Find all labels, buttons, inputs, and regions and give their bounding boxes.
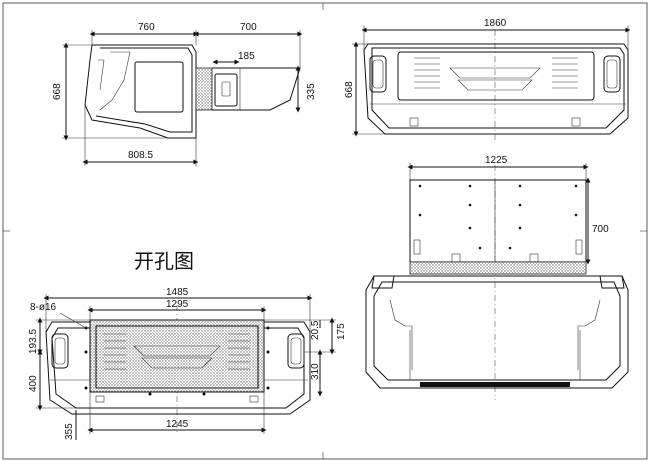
dim-1245: 1245 [166,419,189,430]
dim-700-side: 700 [240,22,257,33]
dim-185: 185 [238,51,255,62]
side-view: 760 700 185 668 335 808.5 [52,22,317,166]
dim-holes: 8-ø16 [30,302,57,313]
dim-355: 355 [64,423,75,440]
dim-1225: 1225 [485,155,508,166]
dim-193-5: 193.5 [28,329,39,354]
dim-1485: 1485 [166,287,189,298]
front-view: 1860 668 [344,18,631,140]
dim-1860: 1860 [484,18,507,29]
dim-20-5: 20.5 [310,320,321,340]
dim-760: 760 [138,22,155,33]
dim-700-rear: 700 [592,224,609,235]
dim-668-side: 668 [52,83,63,100]
dim-400: 400 [28,375,39,392]
dim-175: 175 [336,323,347,340]
rear-view: 1225 700 [365,155,629,400]
cutout-title: 开孔图 [134,249,194,273]
dim-335: 335 [306,83,317,100]
dim-668-front: 668 [344,81,355,98]
dim-310: 310 [310,363,321,380]
cutout-view: 开孔图 [28,249,347,440]
dim-1295: 1295 [166,299,189,310]
dim-808-5: 808.5 [128,150,153,161]
